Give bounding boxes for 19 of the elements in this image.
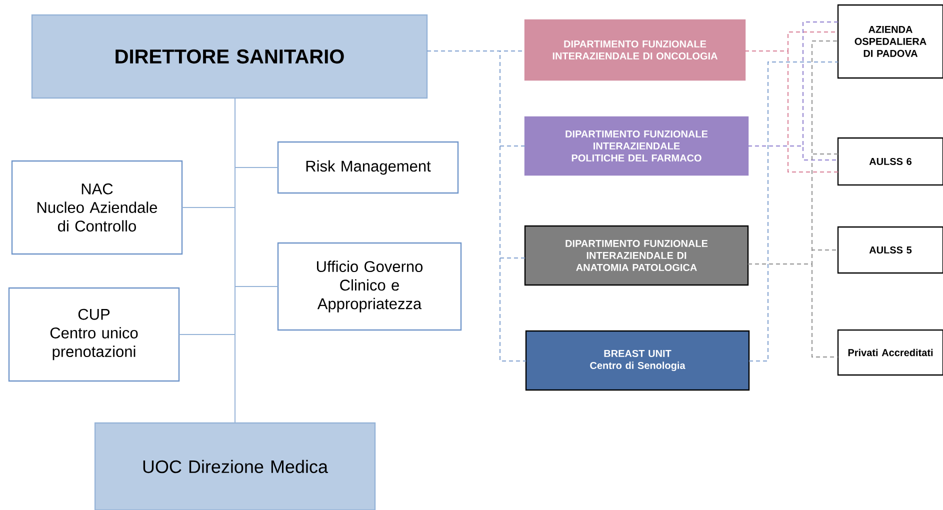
- org-box: Risk Management: [277, 141, 459, 194]
- organization-box: AULSS 5: [837, 226, 943, 274]
- department-box: DIPARTIMENTO FUNZIONALE INTERAZIENDALE POLITICHE DEL FARMACO: [524, 116, 749, 176]
- org-box: Ufficio Governo Clinico e Appropriatezza: [277, 242, 462, 331]
- org-box: CUP Centro unico prenotazioni: [8, 287, 180, 382]
- connector: [748, 62, 838, 362]
- org-box: DIRETTORE SANITARIO: [31, 14, 428, 99]
- department-box: DIPARTIMENTO FUNZIONALE INTERAZIENDALE DI ONCOLOGIA: [524, 19, 746, 81]
- connector: [748, 264, 838, 358]
- org-box: NAC Nucleo Aziendale di Controllo: [11, 160, 183, 255]
- connector: [234, 98, 236, 424]
- org-box: UOC Direzione Medica: [94, 422, 376, 510]
- organization-box: Privati Accreditati: [837, 329, 943, 376]
- organization-box: AZIENDA OSPEDALIERA DI PADOVA: [837, 4, 943, 79]
- department-box: DIPARTIMENTO FUNZIONALE INTERAZIENDALE DI ANATOMIA PATOLOGICA: [524, 225, 749, 286]
- connector: [744, 50, 838, 172]
- connector: [748, 146, 838, 160]
- department-box: BREAST UNIT Centro di Senologia: [525, 330, 750, 391]
- organization-box: AULSS 6: [837, 137, 943, 186]
